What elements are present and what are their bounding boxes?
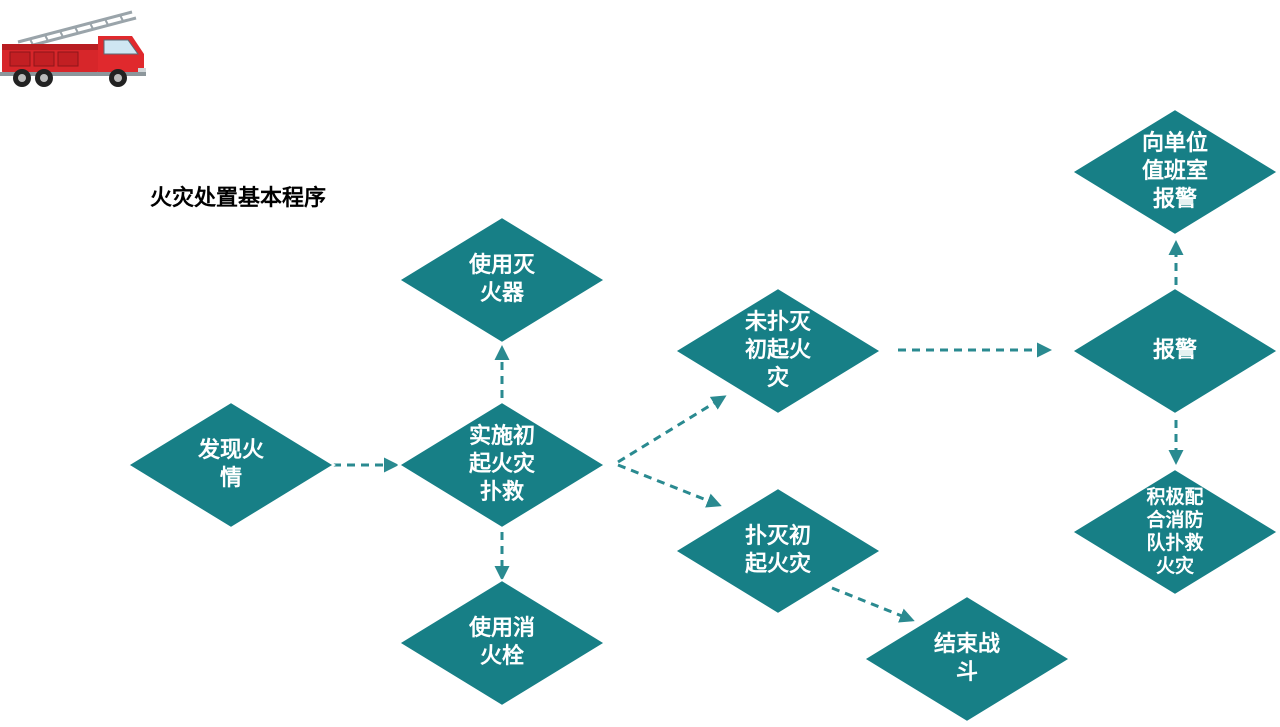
- node-label: 使用灭火器: [468, 253, 535, 306]
- fire-truck-icon: [0, 10, 146, 87]
- diamond-shape: [673, 286, 883, 416]
- node-alarm: 报警: [1070, 286, 1280, 416]
- arrow-rescue-to-extinguished: [617, 463, 722, 508]
- node-label: 积极配合消防队扑救火灾: [1146, 486, 1204, 577]
- node-label: 使用消火栓: [468, 616, 535, 669]
- arrow-rescue-to-not-extinguished: [617, 395, 727, 464]
- node-not-extinguished: 未扑灭初起火灾: [673, 286, 883, 416]
- node-end-fight: 结束战斗: [862, 594, 1072, 724]
- arrow-extinguished-to-end: [831, 586, 915, 623]
- node-discover-fire: 发现火情: [126, 400, 336, 530]
- node-label: 未扑灭初起火灾: [744, 310, 811, 391]
- diamond-shape: [1070, 467, 1280, 597]
- node-label: 结束战斗: [933, 632, 1000, 685]
- node-initial-rescue: 实施初起火灾扑救: [397, 400, 607, 530]
- node-use-extinguisher: 使用灭火器: [397, 215, 607, 345]
- diamond-shape: [1070, 286, 1280, 416]
- node-label: 发现火情: [197, 438, 264, 491]
- node-extinguished: 扑灭初起火灾: [673, 486, 883, 616]
- node-label: 向单位值班室报警: [1141, 131, 1208, 212]
- diamond-shape: [1070, 107, 1280, 237]
- node-use-hydrant: 使用消火栓: [397, 578, 607, 708]
- node-cooperate: 积极配合消防队扑救火灾: [1070, 467, 1280, 597]
- diamond-shape: [397, 215, 607, 345]
- diamond-shape: [397, 400, 607, 530]
- diamond-shape: [126, 400, 336, 530]
- node-report-duty-room: 向单位值班室报警: [1070, 107, 1280, 237]
- node-label: 报警: [1152, 338, 1197, 363]
- page-title: 火灾处置基本程序: [150, 186, 327, 211]
- node-label: 实施初起火灾扑救: [468, 424, 535, 505]
- diamond-shape: [397, 578, 607, 708]
- diamond-shape: [862, 594, 1072, 724]
- node-label: 扑灭初起火灾: [744, 524, 811, 577]
- diamond-shape: [673, 486, 883, 616]
